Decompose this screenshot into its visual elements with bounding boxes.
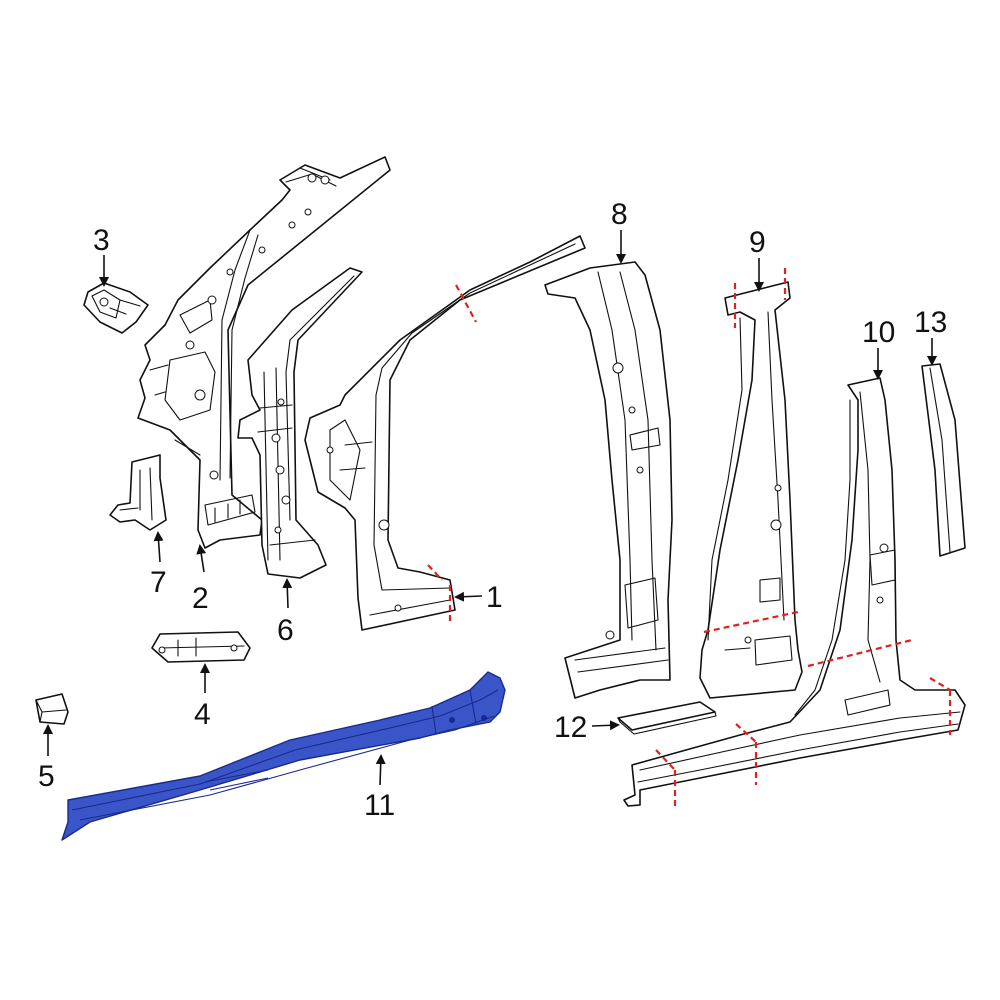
callout-4[interactable]: 4 [194,698,211,731]
part-12-pad[interactable] [617,701,717,735]
callout-13[interactable]: 13 [914,306,947,339]
callout-5[interactable]: 5 [38,760,55,793]
part-3-bracket[interactable] [83,282,149,334]
part-10-panel[interactable] [623,377,966,807]
part-2-pillar[interactable] [137,156,391,549]
part-11-rocker-panel[interactable] [61,671,506,841]
callout-9[interactable]: 9 [749,226,766,259]
callout-6[interactable]: 6 [277,614,294,647]
part-13-strip[interactable] [921,363,966,557]
callout-10[interactable]: 10 [862,316,895,349]
part-5-block[interactable] [35,693,69,725]
part-9-pillar[interactable] [699,281,803,699]
leader-lines [43,230,937,786]
callout-3[interactable]: 3 [93,224,110,257]
callout-12[interactable]: 12 [554,711,587,744]
callout-7[interactable]: 7 [150,566,167,599]
part-6-reinforcement[interactable] [237,267,363,579]
callout-labels: 1 2 3 4 5 6 7 8 9 10 11 12 13 [38,198,947,822]
callout-2[interactable]: 2 [192,582,209,615]
callout-1[interactable]: 1 [486,581,503,614]
part-1-pillar[interactable] [304,235,586,631]
callout-11[interactable]: 11 [364,789,395,822]
callout-8[interactable]: 8 [611,198,628,231]
part-7-brace[interactable] [109,454,167,531]
part-4-plate[interactable] [151,631,251,663]
cut-lines [427,268,952,810]
part-8-pillar[interactable] [544,261,673,699]
